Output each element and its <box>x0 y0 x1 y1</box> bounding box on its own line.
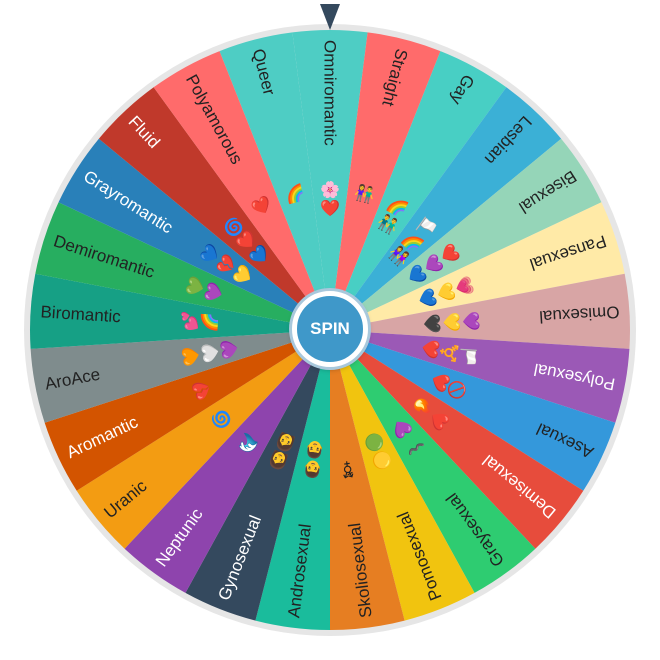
wheel-segment-graysexual <box>330 330 536 593</box>
wheel-segment-demisexual <box>330 330 584 549</box>
wheel-segment-uranic <box>76 330 330 549</box>
segment-emoji-icon: 💕🌈 <box>180 311 220 332</box>
wheel-segment-gynosexual <box>185 330 330 621</box>
segment-label-group: Omniromantic 🌸❤️ <box>319 40 339 219</box>
wheel-segment-lesbian <box>330 87 562 330</box>
segment-emoji-icon: 👨‍👨 <box>302 439 326 480</box>
wheel-segment-omniromantic <box>292 30 368 331</box>
wheel-segment-asexual <box>330 330 616 491</box>
wheel-segment-aroace <box>30 330 331 423</box>
wheel-segment-omisexual <box>330 273 631 349</box>
wheel-segment-straight <box>330 32 441 331</box>
wheel-segment-bisexual <box>330 138 602 330</box>
wheel-segment-pomosexual <box>330 330 475 621</box>
wheel-segment-androsexual <box>255 330 330 630</box>
spin-button[interactable]: SPIN <box>292 291 368 367</box>
wheel-segment-grayromantic <box>58 138 331 330</box>
wheel-segment-aromantic <box>44 330 331 491</box>
wheel-segments <box>29 30 631 630</box>
wheel-segment-biromantic <box>29 273 331 349</box>
segment-emoji-icon: ⚧ <box>337 459 358 480</box>
segment-emoji-icon: 🌸❤️ <box>319 180 339 219</box>
pointer-arrow-icon <box>320 4 340 30</box>
segment-emoji-icon: 💜💛🖤 <box>421 310 481 334</box>
wheel-segment-skoliosexual <box>330 330 405 630</box>
wheel-segment-demiromantic <box>35 202 331 330</box>
wheel-segment-polysexual <box>330 330 630 423</box>
segment-emoji-icon: 🌈 <box>283 182 306 206</box>
wheel-segment-gay <box>330 51 507 330</box>
wheel-segment-fluid <box>98 87 330 330</box>
wheel-segment-polyamorous <box>153 51 330 330</box>
wheel-segment-queer <box>219 32 330 331</box>
wheel-segment-neptunic <box>124 330 330 593</box>
wheel-segment-pansexual <box>330 202 625 330</box>
segment-label: Omniromantic <box>321 40 340 146</box>
segment-emoji-icon: 👫 <box>352 182 376 206</box>
